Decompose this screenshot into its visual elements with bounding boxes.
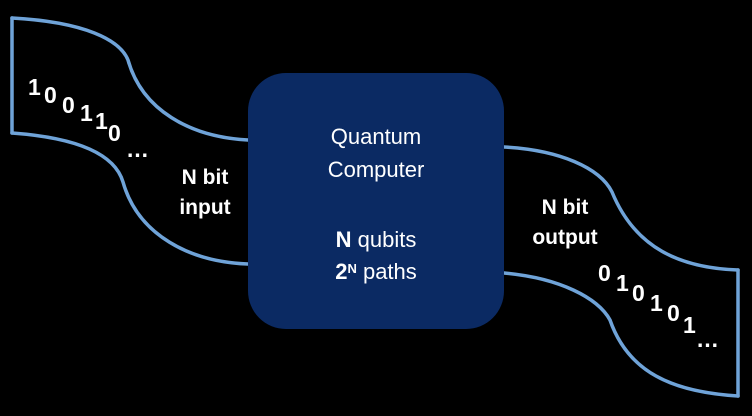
input-bit: 0 (108, 120, 121, 146)
input-label-line2: input (179, 196, 231, 219)
paths-base: 2 (335, 259, 348, 284)
output-bit: 1 (616, 270, 629, 296)
qubits-n: N (335, 227, 352, 252)
output-label-line1: N bit (541, 196, 589, 219)
box-title-line2: Computer (327, 157, 425, 182)
qubits-text: qubits (351, 227, 417, 252)
input-bit: 1 (80, 100, 93, 126)
output-bit: 1 (650, 290, 663, 316)
input-bit: 1 (28, 74, 41, 100)
input-ribbon-top-edge (10, 16, 250, 142)
paths-text: paths (356, 259, 417, 284)
output-bit: 0 (667, 300, 680, 326)
output-bit: 0 (598, 260, 611, 286)
output-label: N bit output (520, 193, 610, 253)
qubits-line: N qubits (248, 226, 504, 254)
output-ribbon-bottom-edge (502, 271, 740, 398)
input-label-line1: N bit (181, 166, 229, 189)
quantum-computer-box: Quantum Computer N qubits 2N paths (248, 73, 504, 329)
paths-exponent: N (347, 261, 357, 276)
input-bit-ellipsis: … (126, 136, 149, 162)
output-bit: 1 (683, 312, 696, 338)
input-bit: 1 (95, 108, 108, 134)
output-bit: 0 (632, 280, 645, 306)
output-label-line2: output (532, 226, 598, 249)
input-bit: 0 (44, 82, 57, 108)
input-ribbon-bottom-edge (10, 131, 250, 266)
input-label: N bit input (170, 163, 240, 223)
paths-line: 2N paths (248, 258, 504, 286)
output-ribbon-top-edge (502, 145, 740, 272)
output-bit-ellipsis: … (696, 326, 719, 352)
input-bit: 0 (62, 92, 75, 118)
box-title-line1: Quantum (330, 124, 422, 149)
